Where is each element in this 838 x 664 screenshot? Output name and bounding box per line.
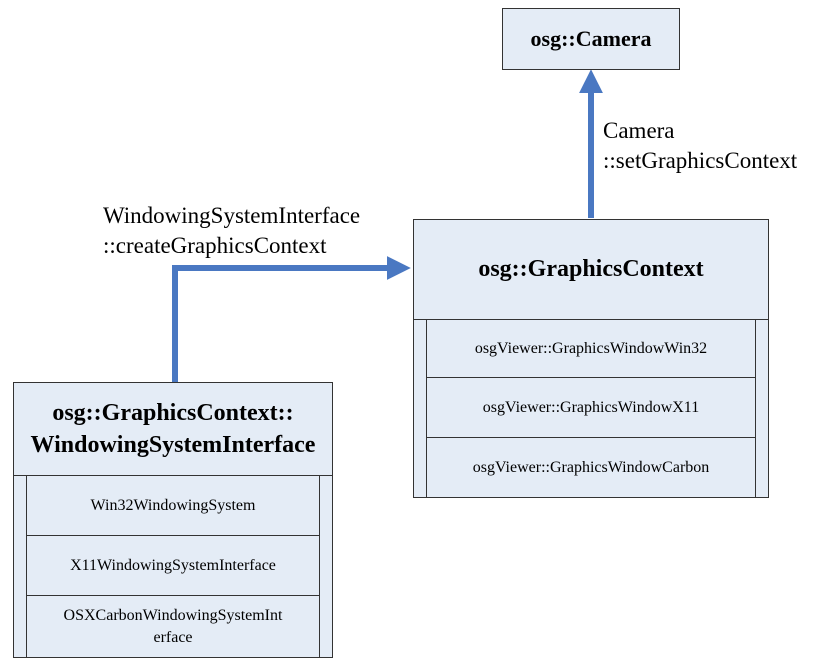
camera-box: osg::Camera	[502, 8, 680, 70]
list-item: OSXCarbonWindowingSystemInt erface	[26, 596, 320, 657]
windowing-system-subclass-list: Win32WindowingSystem X11WindowingSystemI…	[13, 475, 333, 658]
list-item: osgViewer::GraphicsWindowCarbon	[472, 458, 710, 476]
list-item-line1: OSXCarbonWindowingSystemInt	[63, 606, 283, 624]
create-graphics-context-arrow	[172, 256, 411, 382]
list-item: osgViewer::GraphicsWindowX11	[426, 378, 756, 438]
graphics-context-subclass-list: osgViewer::GraphicsWindowWin32 osgViewer…	[413, 319, 769, 498]
set-graphics-context-label: Camera ::setGraphicsContext	[603, 116, 797, 176]
wsi-title-line2: WindowingSystemInterface	[30, 432, 316, 458]
windowing-system-interface-box: osg::GraphicsContext:: WindowingSystemIn…	[13, 382, 333, 476]
graphics-context-box: osg::GraphicsContext	[413, 219, 769, 320]
graphics-context-title: osg::GraphicsContext	[478, 256, 704, 282]
camera-title: osg::Camera	[530, 26, 652, 51]
list-item: Win32WindowingSystem	[26, 476, 320, 536]
set-graphics-context-line1: Camera	[603, 118, 675, 143]
list-item: X11WindowingSystemInterface	[26, 536, 320, 596]
list-item: osgViewer::GraphicsWindowWin32	[426, 320, 756, 378]
set-graphics-context-line2: ::setGraphicsContext	[603, 148, 798, 173]
list-item-line2: erface	[153, 628, 193, 646]
create-graphics-context-line1: WindowingSystemInterface	[103, 203, 361, 228]
wsi-title-line1: osg::GraphicsContext::	[52, 400, 294, 426]
create-graphics-context-label: WindowingSystemInterface ::createGraphic…	[103, 201, 360, 261]
create-graphics-context-line2: ::createGraphicsContext	[103, 233, 327, 258]
